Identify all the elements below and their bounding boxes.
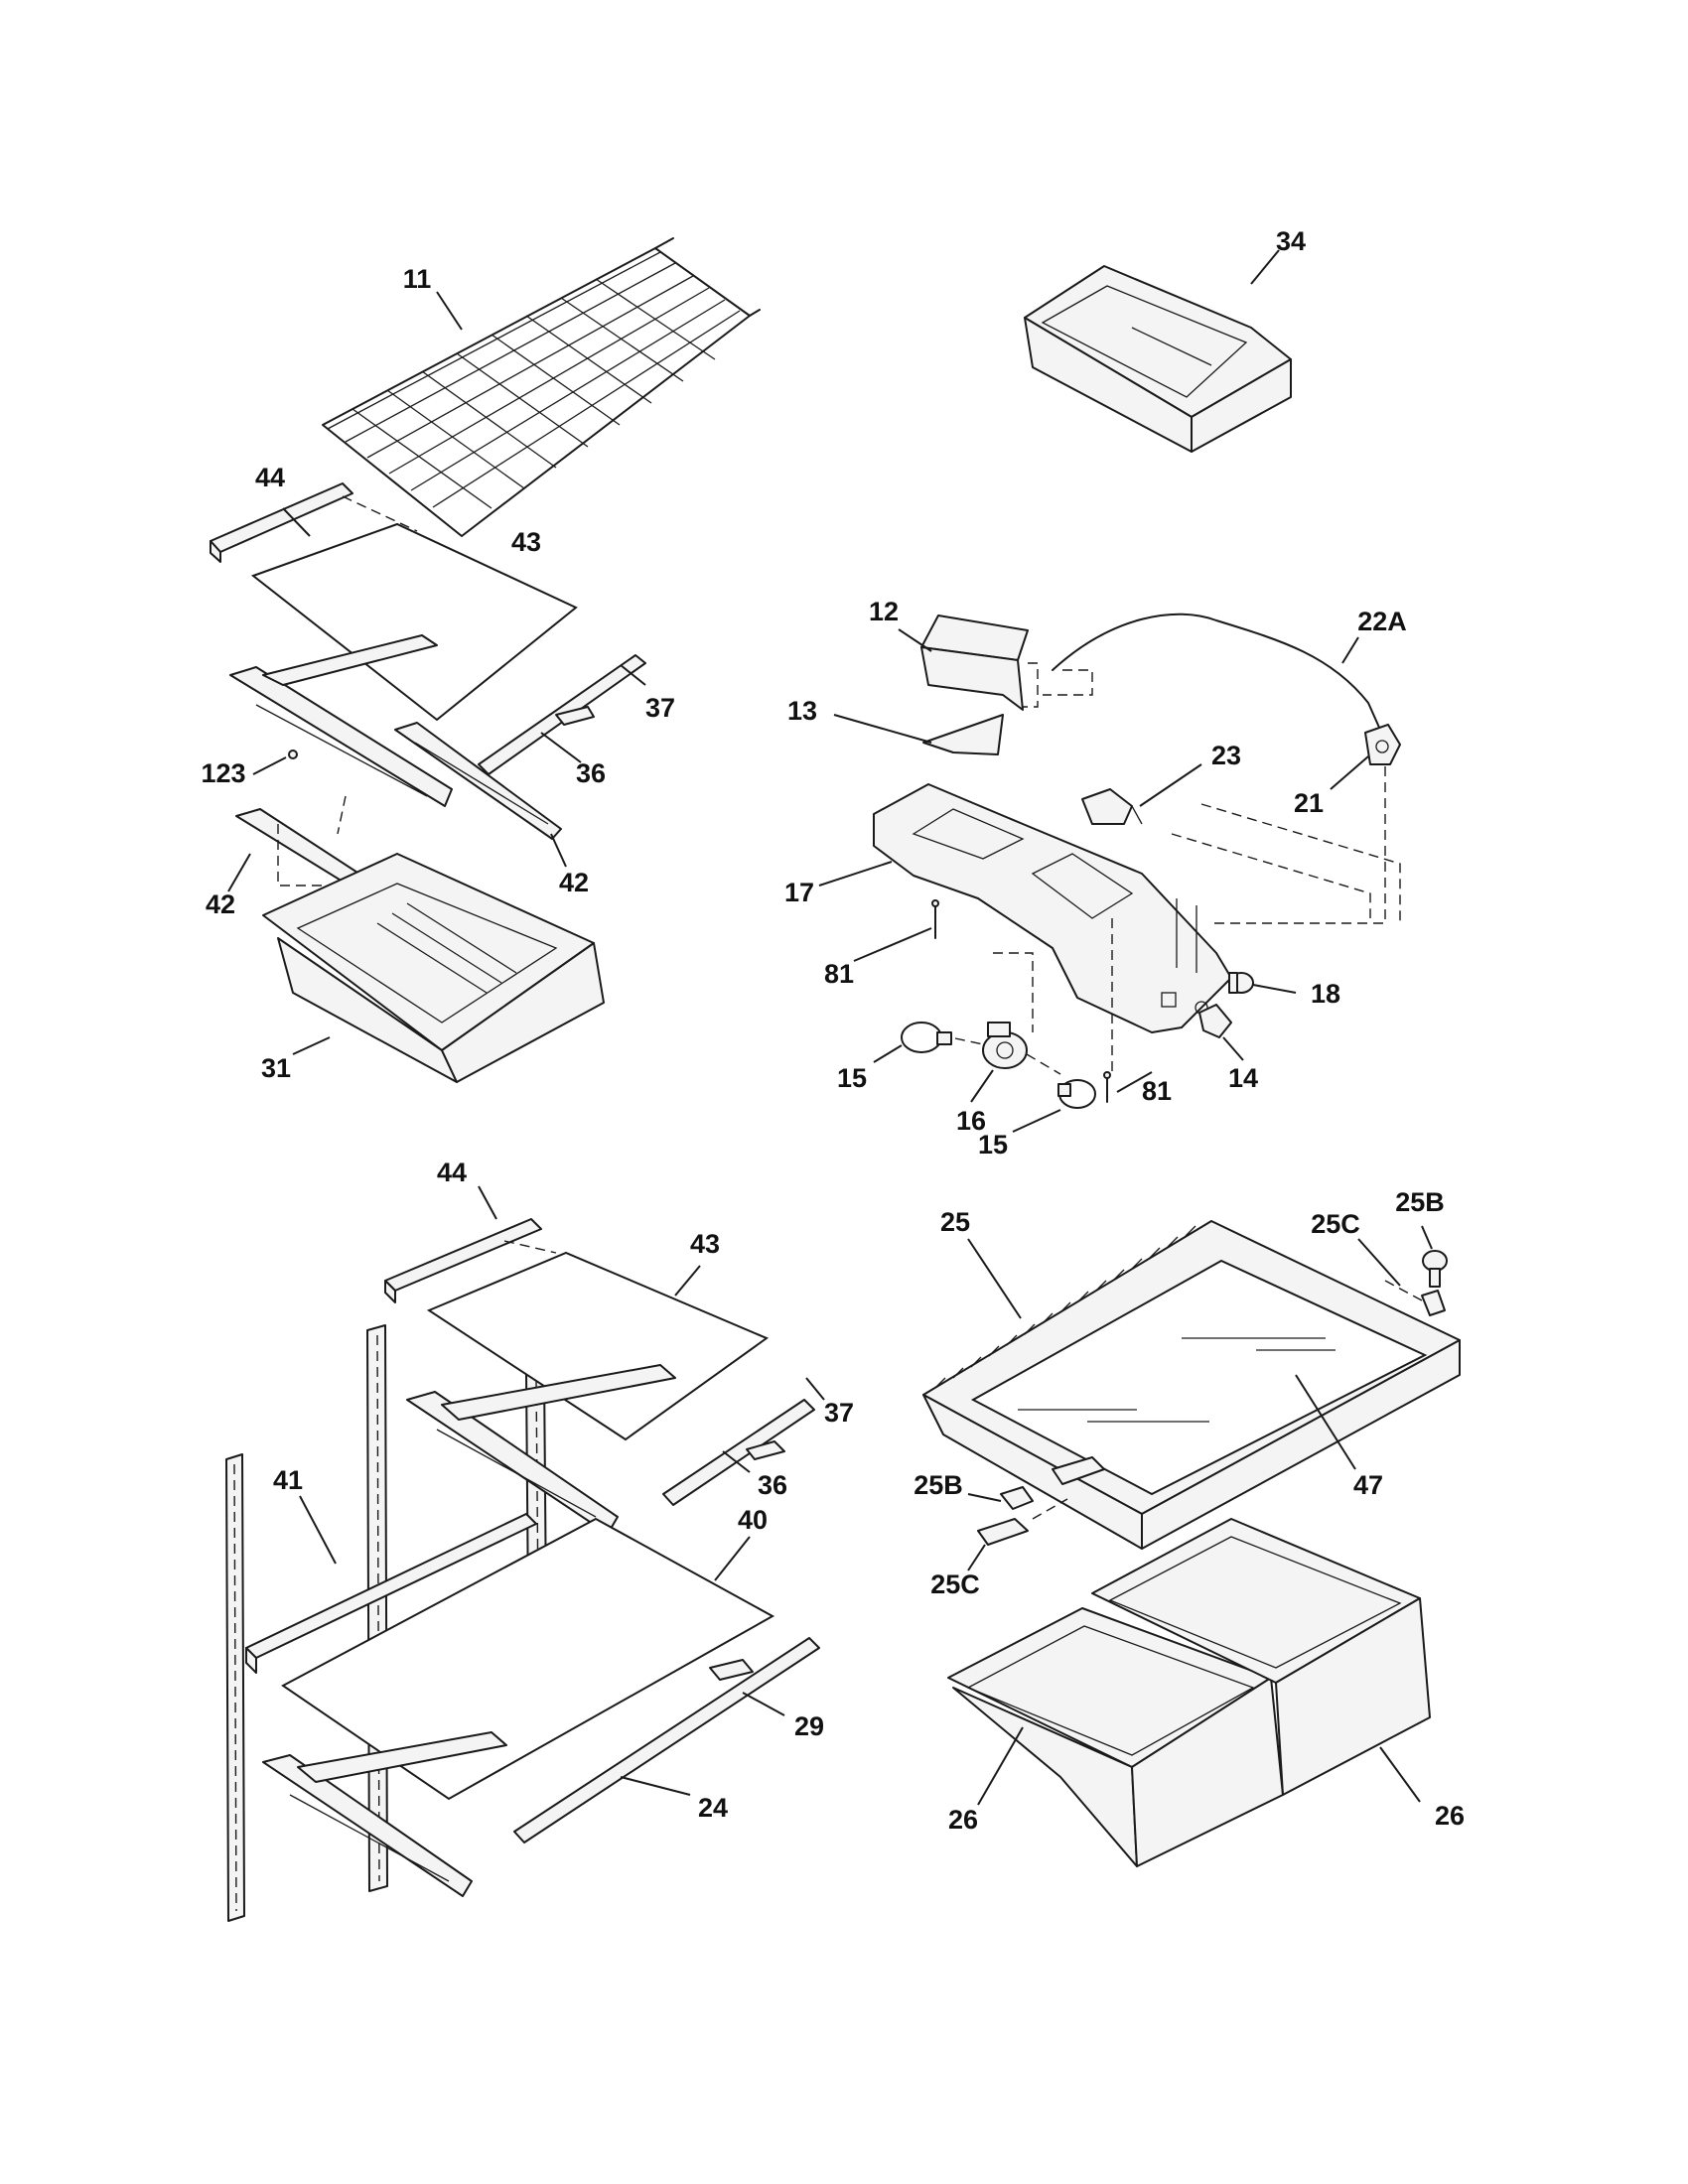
crisper-control-bracket bbox=[977, 1518, 1029, 1546]
thermostat bbox=[1364, 724, 1401, 765]
callout-123: 123 bbox=[201, 758, 245, 788]
callout-24: 24 bbox=[698, 1793, 728, 1823]
light-shield bbox=[920, 614, 1029, 711]
crisper-control bbox=[1422, 1250, 1448, 1288]
dairy-bin bbox=[1024, 265, 1292, 453]
crisper-control bbox=[1000, 1486, 1034, 1510]
shelf-rail bbox=[662, 1399, 815, 1506]
crisper-control-slot bbox=[1052, 1456, 1105, 1485]
callout-42: 42 bbox=[206, 889, 235, 919]
callout-44: 44 bbox=[437, 1158, 467, 1187]
callout-37: 37 bbox=[824, 1398, 854, 1428]
control-housing bbox=[873, 783, 1232, 1033]
vent-slots bbox=[934, 1225, 1196, 1389]
shelf-frame bbox=[406, 1364, 676, 1535]
callout-43: 43 bbox=[511, 527, 541, 557]
shelf-support bbox=[709, 1659, 754, 1681]
light-bulb bbox=[1057, 1079, 1096, 1109]
callout-42: 42 bbox=[559, 868, 589, 897]
crisper-cover bbox=[922, 1220, 1461, 1550]
callout-25B: 25B bbox=[914, 1470, 963, 1500]
capillary-tube bbox=[1052, 613, 1381, 731]
callout-34: 34 bbox=[1276, 226, 1306, 256]
callout-13: 13 bbox=[787, 696, 817, 726]
shelf-trim bbox=[245, 1513, 537, 1674]
shelf-frame bbox=[229, 634, 453, 807]
screw bbox=[1103, 1071, 1111, 1103]
control-knob bbox=[1228, 972, 1254, 994]
callout-23: 23 bbox=[1211, 741, 1241, 770]
callout-14: 14 bbox=[1228, 1063, 1258, 1093]
callout-81: 81 bbox=[824, 959, 854, 989]
callout-25: 25 bbox=[940, 1207, 970, 1237]
callout-47: 47 bbox=[1353, 1470, 1383, 1500]
callout-16: 16 bbox=[956, 1106, 986, 1136]
crisper-pan bbox=[1091, 1518, 1431, 1796]
shelf-trim bbox=[384, 1218, 542, 1303]
callout-17: 17 bbox=[784, 878, 814, 907]
screw bbox=[288, 750, 298, 759]
callout-25B: 25B bbox=[1395, 1187, 1445, 1217]
screw bbox=[931, 899, 939, 939]
callout-15: 15 bbox=[837, 1063, 867, 1093]
callout-41: 41 bbox=[273, 1465, 303, 1495]
callout-25C: 25C bbox=[1311, 1209, 1360, 1239]
wire-shelf bbox=[322, 237, 761, 537]
crisper-pan bbox=[262, 853, 605, 1083]
callout-21: 21 bbox=[1294, 788, 1324, 818]
callout-22A: 22A bbox=[1357, 607, 1407, 636]
defrost-timer bbox=[1081, 788, 1143, 825]
callout-31: 31 bbox=[261, 1053, 291, 1083]
callout-11: 11 bbox=[403, 264, 432, 294]
callout-26: 26 bbox=[948, 1805, 978, 1835]
callout-25C: 25C bbox=[930, 1570, 980, 1599]
shelf-rail bbox=[513, 1637, 820, 1843]
lamp-socket bbox=[982, 1022, 1028, 1069]
callout-37: 37 bbox=[645, 693, 675, 723]
callout-43: 43 bbox=[690, 1229, 720, 1259]
callout-40: 40 bbox=[738, 1505, 768, 1535]
light-bulb bbox=[901, 1022, 952, 1053]
crisper-control-bracket bbox=[1421, 1290, 1446, 1316]
callout-81: 81 bbox=[1142, 1076, 1172, 1106]
callout-15: 15 bbox=[978, 1130, 1008, 1160]
callout-36: 36 bbox=[576, 758, 606, 788]
light-switch bbox=[1198, 1004, 1232, 1038]
callout-36: 36 bbox=[758, 1470, 787, 1500]
callout-12: 12 bbox=[869, 597, 899, 626]
callout-26: 26 bbox=[1435, 1801, 1465, 1831]
leader-lines bbox=[227, 249, 1433, 1806]
glass-shelf bbox=[250, 522, 578, 722]
lamp-cover bbox=[922, 714, 1004, 755]
callout-44: 44 bbox=[255, 463, 285, 492]
shelf-trim bbox=[210, 482, 353, 563]
shelf-support bbox=[746, 1440, 785, 1460]
callout-18: 18 bbox=[1311, 979, 1340, 1009]
shelf-bracket bbox=[394, 706, 595, 840]
shelf-frame bbox=[262, 1731, 507, 1897]
callout-29: 29 bbox=[794, 1711, 824, 1741]
